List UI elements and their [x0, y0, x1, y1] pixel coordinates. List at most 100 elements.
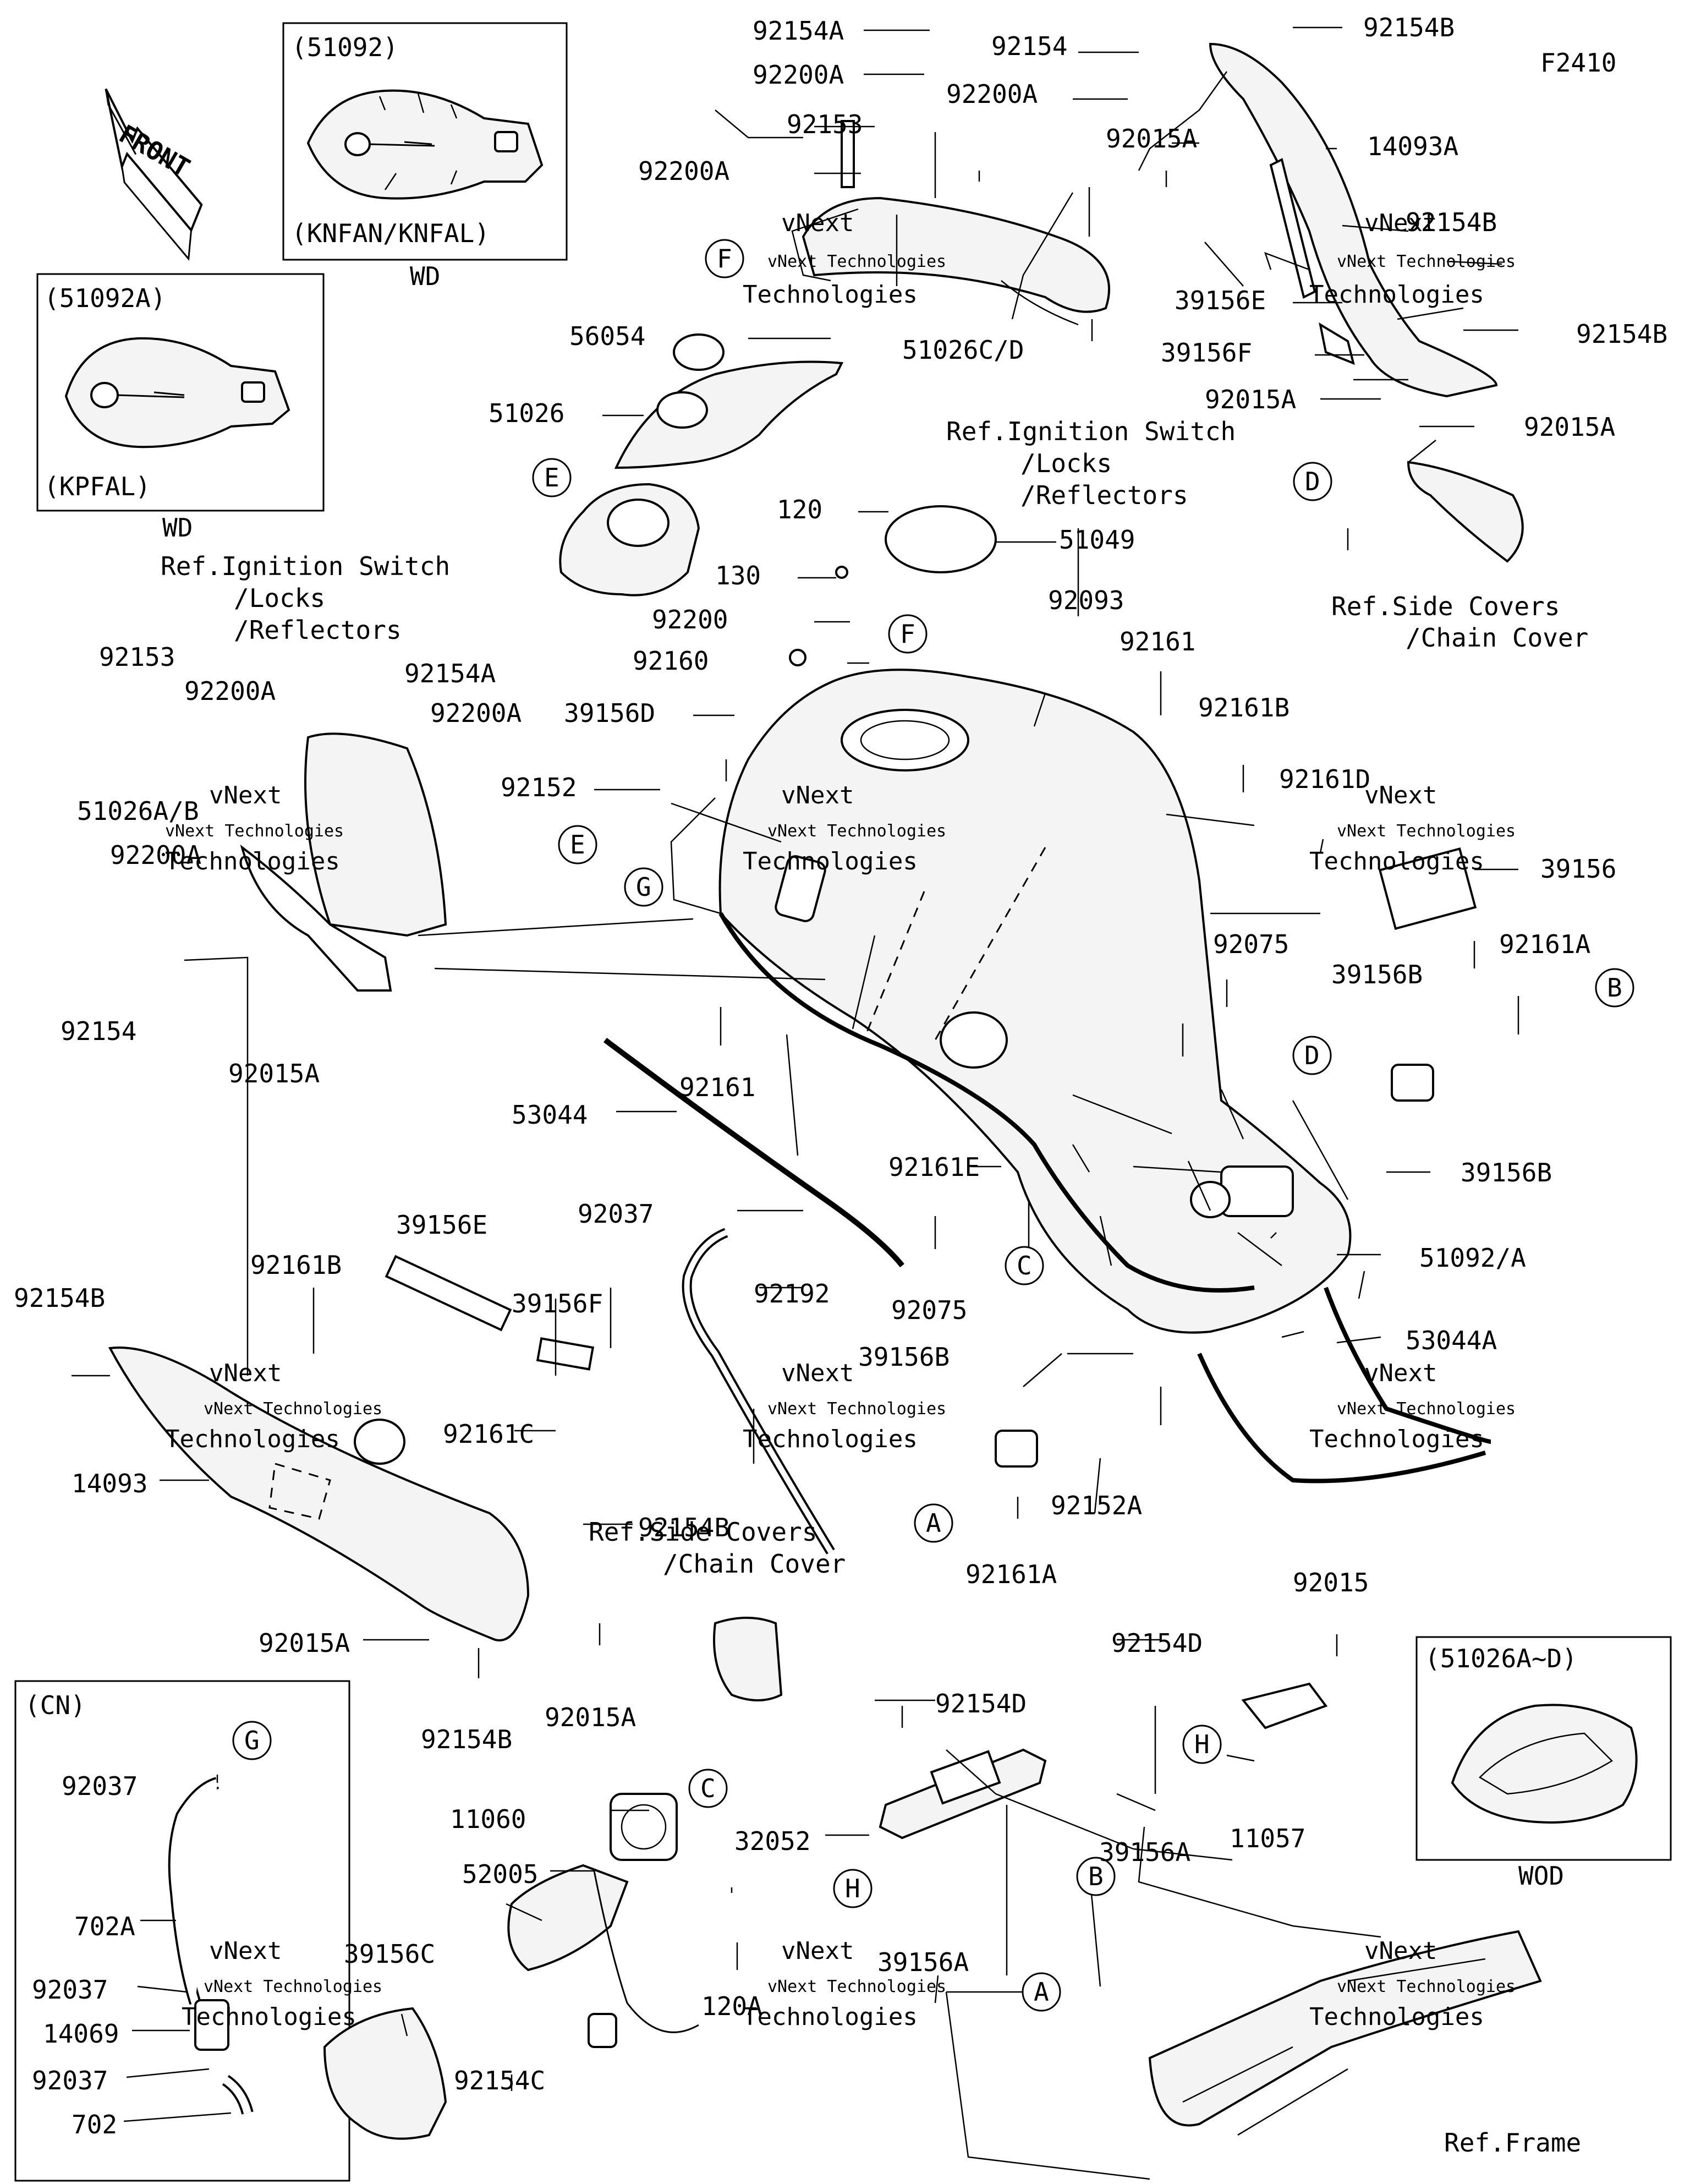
callout-h-low: H	[845, 1874, 860, 1903]
label-92015a-top: 92015A	[1106, 124, 1197, 154]
label-92161e: 92161E	[888, 1152, 980, 1182]
callout-d-top: D	[1305, 467, 1320, 496]
label-92200a-left3: 92200A	[110, 840, 201, 870]
label-92161-top: 92161	[1120, 627, 1195, 656]
label-92037-cn2: 92037	[32, 1975, 108, 2005]
watermark-vnext-5: vNext	[1364, 781, 1437, 809]
label-39156b-r2: 39156B	[1461, 1158, 1552, 1187]
ref-side-covers-top-1: Ref.Side Covers	[1331, 592, 1560, 621]
leader-lines	[72, 26, 1519, 2180]
label-14093: 14093	[72, 1469, 147, 1498]
watermark-vnext-6: vNext	[209, 1359, 282, 1387]
watermark-tech-10: Technologies	[743, 2003, 918, 2031]
watermark-vnext-10: vNext	[781, 1937, 854, 1965]
front-cover-51026ab	[240, 732, 447, 992]
label-53044a: 53044A	[1406, 1326, 1497, 1355]
label-92161c: 92161C	[443, 1419, 534, 1449]
label-39156e-top: 39156E	[1175, 286, 1266, 315]
watermark-vnext-2: vNext	[1364, 209, 1437, 237]
watermark-company-5: vNext Technologies	[1337, 822, 1516, 841]
label-92037-cn3: 92037	[32, 2066, 108, 2095]
label-39156d: 39156D	[564, 698, 655, 728]
figure-code: F2410	[1540, 48, 1616, 78]
side-cover-low	[713, 461, 1524, 1701]
ref-ignition-top-3: /Reflectors	[1020, 480, 1188, 510]
watermark-vnext-1: vNext	[781, 209, 854, 237]
label-51026: 51026	[489, 398, 564, 428]
label-92153-top: 92153	[787, 110, 863, 139]
watermark-vnext-7: vNext	[781, 1359, 854, 1387]
label-39156a-2: 39156A	[877, 1947, 969, 1977]
callout-g-mid: G	[636, 872, 651, 902]
label-92154a-left: 92154A	[404, 659, 496, 688]
label-92153-left: 92153	[99, 642, 175, 672]
label-92200a-top2: 92200A	[946, 79, 1038, 109]
label-92015a-low2: 92015A	[545, 1703, 636, 1732]
label-92154b-left: 92154B	[14, 1283, 105, 1313]
label-92015a-left: 92015A	[228, 1059, 320, 1088]
top-cover-51026cd	[802, 196, 1110, 326]
callout-e-mid: E	[570, 830, 585, 860]
label-14069: 14069	[43, 2019, 119, 2049]
watermark-tech-3: Technologies	[165, 847, 340, 875]
label-52005: 52005	[462, 1859, 538, 1889]
watermark-company-1: vNext Technologies	[767, 252, 946, 271]
cover-39156c	[323, 2007, 447, 2140]
watermark-tech-4: Technologies	[743, 847, 918, 875]
ref-side-covers-top-2: /Chain Cover	[1406, 623, 1588, 653]
watermark-vnext-4: vNext	[781, 781, 854, 809]
ref-ignition-left-1: Ref.Ignition Switch	[161, 551, 450, 581]
label-92161a-r: 92161A	[1499, 929, 1590, 959]
label-92161d: 92161D	[1279, 764, 1370, 794]
label-39156b-r: 39156B	[1331, 960, 1423, 989]
side-cover-14093a	[1209, 42, 1498, 398]
callout-b-right: B	[1607, 973, 1622, 1003]
label-92075-r: 92075	[1213, 929, 1289, 959]
label-11057: 11057	[1230, 1824, 1305, 1853]
label-39156c: 39156C	[344, 1939, 435, 1969]
watermark-company-3: vNext Technologies	[165, 822, 344, 841]
label-92161a-mid: 92161A	[965, 1559, 1057, 1589]
label-702a: 702A	[74, 1912, 135, 1941]
label-11060: 11060	[450, 1804, 526, 1834]
ref-frame: Ref.Frame	[1444, 2128, 1581, 2158]
label-92015a-r1: 92015A	[1205, 385, 1296, 414]
watermark-vnext-3: vNext	[209, 781, 282, 809]
label-702: 702	[72, 2110, 117, 2139]
label-92015: 92015	[1293, 1568, 1369, 1597]
label-92200a-top3: 92200A	[638, 156, 729, 186]
front-arrow: FRONT	[105, 88, 203, 261]
side-panel-14093	[108, 1346, 530, 1641]
label-92152: 92152	[501, 773, 577, 802]
label-92161-mid: 92161	[679, 1072, 755, 1102]
inset-models-51092: (KNFAN/KNFAL)	[292, 218, 490, 248]
watermark-tech-2: Technologies	[1309, 281, 1484, 309]
watermark-company-11: vNext Technologies	[1337, 1977, 1516, 1996]
inset-cn: (CN)	[14, 1680, 350, 2182]
watermark-vnext-11: vNext	[1364, 1937, 1437, 1965]
inset-part-51092a: (51092A)	[44, 283, 166, 313]
label-130: 130	[715, 561, 761, 590]
label-53044: 53044	[512, 1100, 588, 1130]
label-92152a: 92152A	[1051, 1491, 1142, 1520]
label-92154b-mid: 92154B	[638, 1513, 729, 1542]
small-tank-top-view	[306, 89, 544, 200]
watermark-company-8: vNext Technologies	[1337, 1399, 1516, 1419]
label-92161b-mid: 92161B	[250, 1250, 342, 1280]
inset-tank-51092: (51092) (KNFAN/KNFAL) WD	[282, 22, 568, 291]
label-92154-left: 92154	[61, 1016, 136, 1046]
label-92075-mid: 92075	[891, 1295, 967, 1325]
callout-a-mid: A	[926, 1508, 941, 1538]
label-39156a-1: 39156A	[1099, 1837, 1190, 1867]
inset-tank-51092a: (51092A) (KPFAL) WD	[36, 273, 325, 543]
label-92192: 92192	[754, 1279, 830, 1309]
label-92154b-top: 92154B	[1363, 13, 1455, 42]
label-92015a-low1: 92015A	[259, 1628, 350, 1658]
ref-ignition-top-2: /Locks	[1020, 448, 1112, 478]
callout-c-mid: C	[1017, 1251, 1032, 1280]
watermark-company-7: vNext Technologies	[767, 1399, 946, 1419]
callout-e-left: E	[544, 463, 559, 492]
tank-cover-51026	[614, 360, 844, 469]
label-51049: 51049	[1059, 525, 1135, 555]
inset-models-51092a: (KPFAL)	[44, 472, 151, 501]
